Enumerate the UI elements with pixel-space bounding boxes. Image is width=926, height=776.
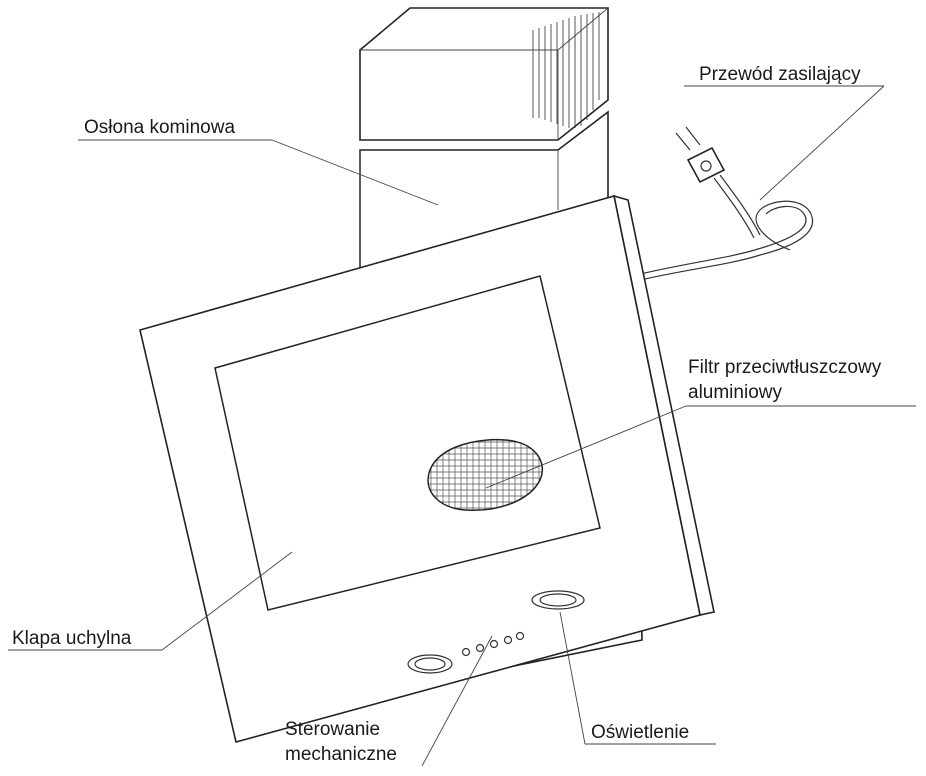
label-lighting: Oświetlenie [591,722,689,743]
label-mechanical-control-line1: Sterowanie [285,719,380,740]
label-power-cord: Przewód zasilający [699,64,861,85]
mechanical-controls [407,631,525,674]
chimney-cover [359,7,609,277]
plug-icon [675,126,726,184]
label-tilting-flap: Klapa uchylna [12,628,132,649]
label-chimney-cover: Osłona kominowa [84,117,235,138]
label-mechanical-control-line2: mechaniczne [285,744,397,765]
lighting-lamp [531,590,585,610]
leader-lines [8,85,916,767]
power-cord [631,126,814,283]
vent-slots-icon [532,12,600,128]
label-grease-filter-line1: Filtr przeciwtłuszczowy [688,357,882,378]
label-grease-filter-line2: aluminiowy [688,382,782,403]
